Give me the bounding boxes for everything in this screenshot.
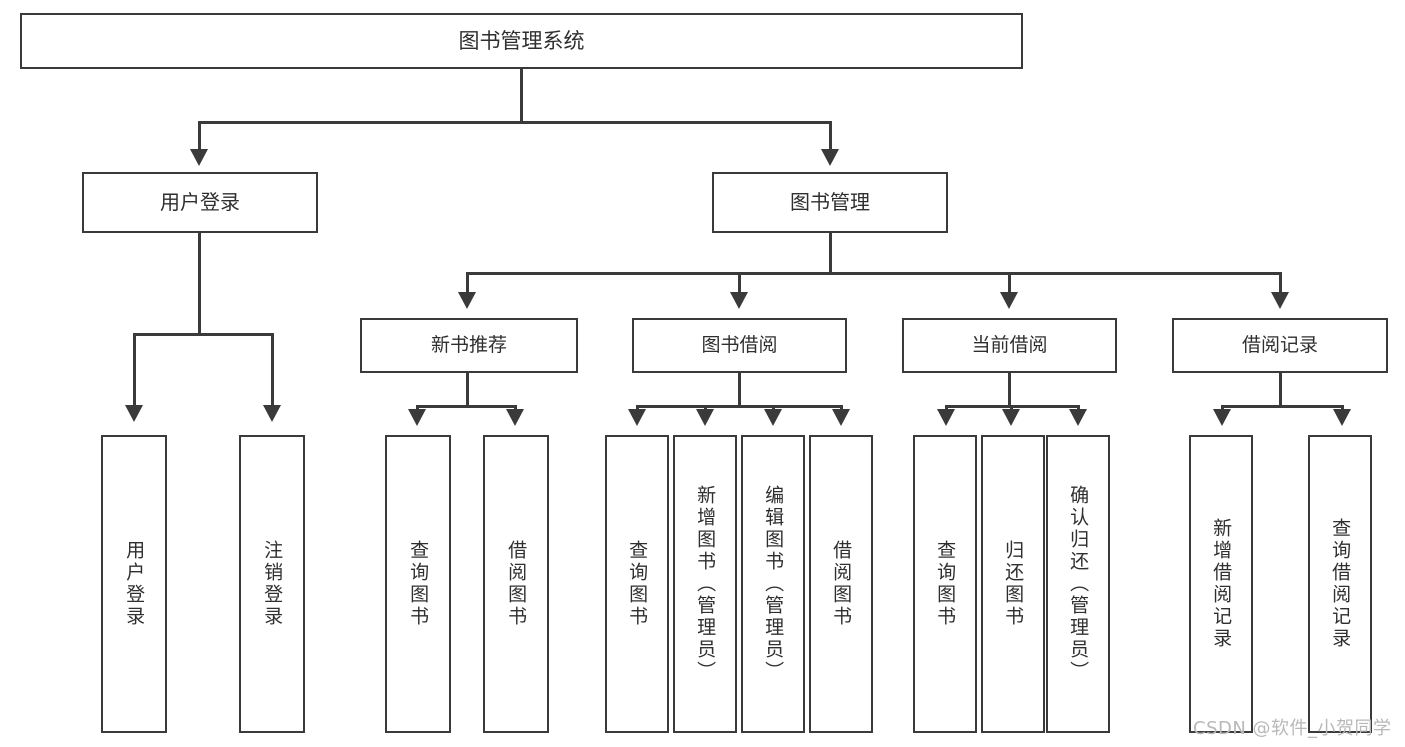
node-current-borrow[interactable]: 当前借阅 — [902, 318, 1117, 373]
arrow-to-current-borrow — [1000, 292, 1018, 309]
connector-user-login-stem — [198, 233, 201, 335]
connector-current-borrow-bus — [946, 405, 1080, 408]
node-book-management[interactable]: 图书管理 — [712, 172, 948, 233]
leaf-confirm-return-admin[interactable]: 确认归还（管理员） — [1046, 435, 1110, 733]
connector-root-drop-book-management — [829, 121, 832, 151]
leaf-logout[interactable]: 注销登录 — [239, 435, 305, 733]
connector-level2-drop-2 — [738, 272, 741, 294]
leaf-borrow-book-recommend[interactable]: 借阅图书 — [483, 435, 549, 733]
node-label: 查询借阅记录 — [1329, 518, 1352, 650]
arrow-to-user-login — [190, 149, 208, 166]
arrow-to-leaf-borrow-book-2 — [832, 409, 850, 426]
node-label: 当前借阅 — [971, 334, 1048, 357]
node-borrow-record[interactable]: 借阅记录 — [1172, 318, 1388, 373]
node-book-borrow[interactable]: 图书借阅 — [632, 318, 847, 373]
node-label: 借阅图书 — [505, 540, 528, 628]
connector-level2-drop-1 — [466, 272, 469, 294]
node-label: 查询图书 — [626, 540, 649, 628]
connector-level2-drop-4 — [1279, 272, 1282, 294]
arrow-to-borrow-record — [1271, 292, 1289, 309]
connector-book-borrow-bus — [637, 405, 843, 408]
node-label: 用户登录 — [160, 189, 240, 214]
leaf-add-borrow-record[interactable]: 新增借阅记录 — [1189, 435, 1253, 733]
node-label: 新增图书（管理员） — [694, 485, 717, 683]
leaf-borrow-book[interactable]: 借阅图书 — [809, 435, 873, 733]
leaf-add-book-admin[interactable]: 新增图书（管理员） — [673, 435, 737, 733]
node-new-book-recommend[interactable]: 新书推荐 — [360, 318, 578, 373]
node-label: 编辑图书（管理员） — [762, 485, 785, 683]
arrow-to-leaf-add-record — [1213, 409, 1231, 426]
arrow-to-leaf-query-book-2 — [628, 409, 646, 426]
arrow-to-book-management — [821, 149, 839, 166]
node-label: 查询图书 — [407, 540, 430, 628]
arrow-to-leaf-query-book-3 — [937, 409, 955, 426]
arrow-to-leaf-edit-book — [764, 409, 782, 426]
connector-root-stem — [520, 69, 523, 123]
arrow-to-leaf-logout — [263, 405, 281, 422]
arrow-to-new-book-recommend — [458, 292, 476, 309]
leaf-return-book[interactable]: 归还图书 — [981, 435, 1045, 733]
connector-borrow-record-stem — [1279, 373, 1282, 407]
node-root-book-management-system[interactable]: 图书管理系统 — [20, 13, 1023, 69]
node-label: 图书管理 — [790, 189, 870, 214]
connector-root-bus — [198, 121, 832, 124]
connector-borrow-record-bus — [1222, 405, 1344, 408]
arrow-to-book-borrow — [730, 292, 748, 309]
leaf-query-book-current[interactable]: 查询图书 — [913, 435, 977, 733]
node-label: 图书管理系统 — [458, 28, 585, 53]
node-label: 新增借阅记录 — [1210, 518, 1233, 650]
node-label: 确认归还（管理员） — [1067, 485, 1090, 683]
connector-book-borrow-stem — [738, 373, 741, 407]
node-label: 归还图书 — [1002, 540, 1025, 628]
node-user-login[interactable]: 用户登录 — [82, 172, 318, 233]
connector-user-login-bus — [134, 333, 274, 336]
node-label: 注销登录 — [261, 540, 284, 628]
leaf-query-book-recommend[interactable]: 查询图书 — [385, 435, 451, 733]
arrow-to-leaf-user-login — [125, 405, 143, 422]
arrow-to-leaf-query-record — [1333, 409, 1351, 426]
leaf-query-borrow-record[interactable]: 查询借阅记录 — [1308, 435, 1372, 733]
node-label: 借阅记录 — [1241, 334, 1318, 357]
connector-book-management-stem — [829, 233, 832, 275]
leaf-edit-book-admin[interactable]: 编辑图书（管理员） — [741, 435, 805, 733]
leaf-query-book-borrow[interactable]: 查询图书 — [605, 435, 669, 733]
arrow-to-leaf-return-book — [1002, 409, 1020, 426]
connector-new-book-stem — [466, 373, 469, 407]
connector-level2-bus — [467, 272, 1281, 275]
leaf-user-login[interactable]: 用户登录 — [101, 435, 167, 733]
arrow-to-leaf-query-book-1 — [408, 409, 426, 426]
node-label: 图书借阅 — [701, 334, 778, 357]
arrow-to-leaf-borrow-book-1 — [506, 409, 524, 426]
node-label: 用户登录 — [123, 540, 146, 628]
node-label: 借阅图书 — [830, 540, 853, 628]
node-label: 新书推荐 — [430, 334, 507, 357]
arrow-to-leaf-add-book — [696, 409, 714, 426]
connector-user-login-drop-1 — [133, 333, 136, 407]
connector-new-book-bus — [417, 405, 517, 408]
csdn-watermark: CSDN @软件_小贺同学 — [1193, 718, 1392, 739]
arrow-to-leaf-confirm-return — [1069, 409, 1087, 426]
node-label: 查询图书 — [934, 540, 957, 628]
connector-level2-drop-3 — [1008, 272, 1011, 294]
connector-user-login-drop-2 — [271, 333, 274, 407]
connector-root-drop-user-login — [198, 121, 201, 151]
connector-current-borrow-stem — [1008, 373, 1011, 407]
